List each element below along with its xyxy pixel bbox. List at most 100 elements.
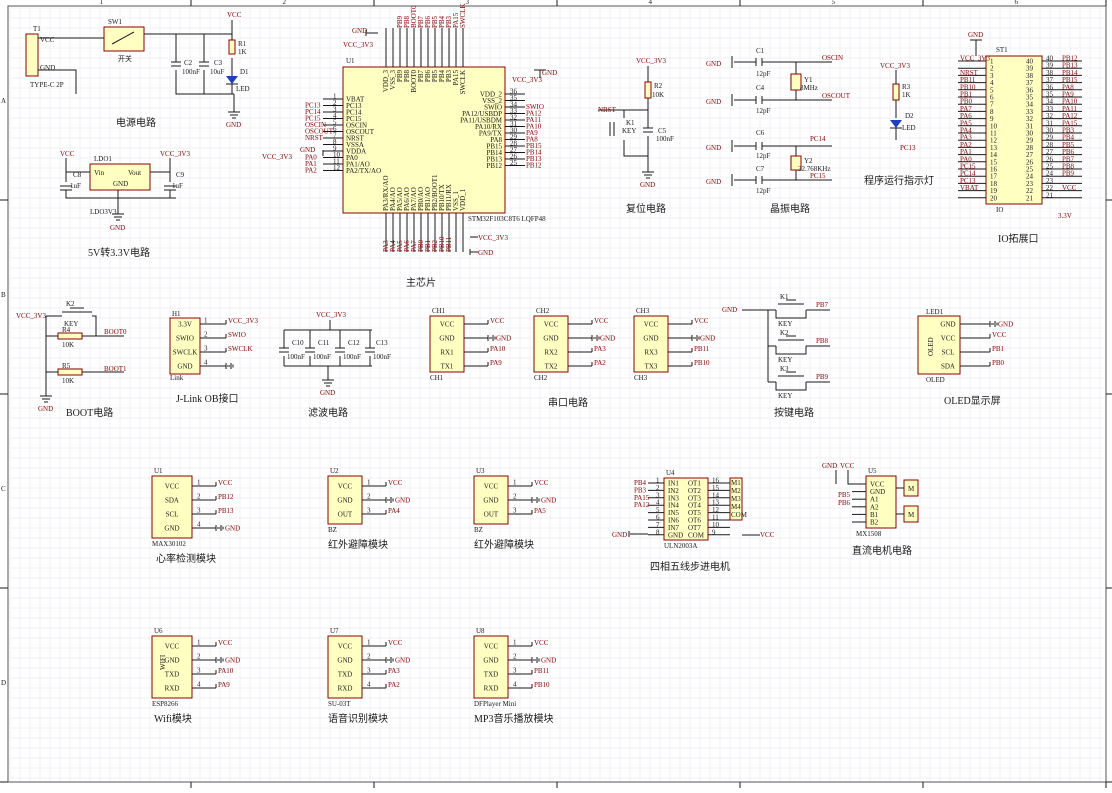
uart-2-body[interactable] — [533, 315, 569, 373]
key3-val: KEY — [778, 392, 792, 400]
ir-obstacle-module-2-net: PA5 — [534, 507, 546, 515]
resistor-r5[interactable] — [57, 368, 83, 376]
uart-1-pin-name: RX1 — [440, 349, 454, 357]
jlink-pin-name: SWCLK — [173, 349, 198, 357]
reset-nrst-net: NRST — [598, 106, 617, 114]
dcmotor-part: MX1508 — [856, 530, 882, 538]
io-left-pin-num: 19 — [990, 187, 998, 195]
dc-motor-b[interactable] — [903, 505, 919, 523]
ir-obstacle-module-1-body[interactable] — [327, 475, 363, 525]
ir-obstacle-module-2-pin-name: OUT — [484, 511, 499, 519]
resistor-r3[interactable] — [892, 83, 900, 101]
uart-3-net: PB10 — [694, 359, 710, 367]
oled-net: PB1 — [992, 345, 1005, 353]
io-header-body[interactable] — [985, 55, 1043, 205]
mcu-bottom-net: PB1 — [424, 239, 432, 252]
jlink-ref: H1 — [172, 310, 181, 318]
mx1508-body[interactable] — [865, 475, 897, 529]
io-left-pin-num: 10 — [990, 122, 998, 130]
crystal-y2[interactable] — [790, 155, 802, 171]
ldo-regulator[interactable] — [89, 163, 151, 191]
uart-3-net: VCC — [694, 317, 709, 325]
mcu-gnd-right: GND — [542, 69, 557, 77]
heart-rate-module-net: GND — [225, 525, 240, 533]
voice-module-pin-num: 2 — [367, 653, 371, 661]
oled-body[interactable] — [917, 315, 961, 375]
io-left-net: PB0 — [960, 98, 973, 106]
led-pc13-net: PC13 — [900, 144, 916, 152]
wifi-module-net: VCC — [218, 639, 233, 647]
uln-in-net: PA12 — [634, 501, 650, 509]
uart-3-body[interactable] — [633, 315, 669, 373]
r5-ref: R5 — [62, 362, 71, 370]
dcmotor-ref: U5 — [868, 467, 877, 475]
mcu-left-net: PC14 — [305, 108, 321, 116]
ir-obstacle-module-2-pin-num: 2 — [513, 493, 517, 501]
jlink-pin-name: GND — [177, 363, 192, 371]
mcu-ref: U1 — [346, 57, 355, 65]
uln-out-num: 10 — [712, 521, 720, 529]
uln-in-pin: IN7 — [668, 524, 679, 532]
io-right-pin-num-out: 23 — [1046, 177, 1054, 185]
mcu-bottom-net: PB0 — [417, 239, 425, 252]
r3-ref: R3 — [902, 83, 911, 91]
resistor-r4[interactable] — [57, 332, 83, 340]
key1-ref: K1 — [780, 293, 789, 301]
io-left-pin-num: 18 — [990, 180, 998, 188]
r2-val: 10K — [652, 91, 664, 99]
stepper-motor[interactable] — [729, 477, 743, 521]
dc-motor-a[interactable] — [903, 479, 919, 497]
resistor-r1[interactable] — [228, 39, 236, 55]
stepper-part: ULN2003A — [664, 542, 697, 550]
ir-obstacle-module-1-net: GND — [395, 497, 410, 505]
c10-val: 100nF — [287, 353, 305, 361]
switch-sw1[interactable] — [103, 26, 145, 52]
y2-ref: Y2 — [804, 157, 813, 165]
wifi-module-net: PA10 — [218, 667, 234, 675]
uln-in-pin: IN4 — [668, 502, 679, 510]
wifi-module-body[interactable] — [151, 635, 193, 699]
mp3-module-body[interactable] — [473, 635, 509, 699]
uln-out-pin: COM — [688, 531, 705, 539]
uln-in-num: 6 — [656, 514, 660, 522]
uart-1-body[interactable] — [429, 315, 465, 373]
io-left-net: PC13 — [960, 177, 976, 185]
crystal-circuit: C1 12pF C4 12pF Y1 8MHz OSCIN OSCOUT C6 … — [706, 47, 851, 215]
mcu-top-net: PB7 — [417, 15, 425, 28]
voice-module-body[interactable] — [327, 635, 363, 699]
heart-rate-module-pin-name: VCC — [165, 483, 180, 491]
mp3-module-pin-num: 1 — [513, 639, 517, 647]
mcu-left-pin-num: 5 — [333, 119, 337, 127]
jlink-body[interactable] — [169, 317, 201, 375]
c9-val: 1uF — [172, 182, 183, 190]
io-left-pin-num: 20 — [990, 194, 998, 202]
io-left-net: PA2 — [960, 141, 972, 149]
c10-ref: C10 — [292, 339, 304, 347]
mx-in-net: PB5 — [838, 491, 851, 499]
voice-module-pin-num: 4 — [367, 681, 371, 689]
resistor-r2[interactable] — [644, 81, 652, 99]
mcu-top-pin-name: PB8 — [403, 70, 411, 83]
c7-ref: C7 — [756, 165, 765, 173]
mcu-top-net: PB8 — [403, 15, 411, 28]
mcu-right-pin-name: VSS_2 — [482, 97, 502, 105]
uart-2-net: PA2 — [594, 359, 606, 367]
ir-obstacle-module-1-pin-num: 1 — [367, 479, 371, 487]
heart-rate-module-net: PB13 — [218, 507, 234, 515]
uart-1-net: PA9 — [490, 359, 502, 367]
io-right-net: PB6 — [1062, 148, 1075, 156]
io-right-pin-num-out: 33 — [1046, 105, 1054, 113]
io-left-net: PA0 — [960, 155, 972, 163]
usb-typec-connector[interactable] — [25, 33, 39, 77]
mcu-top-pin-name: PB9 — [396, 70, 404, 83]
io-right-pin-num: 39 — [1026, 65, 1034, 73]
mcu-left-pin-name: PC13 — [346, 102, 362, 110]
heart-rate-module-body[interactable] — [151, 475, 193, 539]
mcu-bottom-pin-name: PA4/AO — [389, 187, 397, 211]
io-left-pin-num: 9 — [990, 115, 994, 123]
io-left-pin-num: 6 — [990, 94, 994, 102]
uln2003-body[interactable] — [663, 477, 709, 541]
crystal-y1[interactable] — [790, 73, 802, 91]
